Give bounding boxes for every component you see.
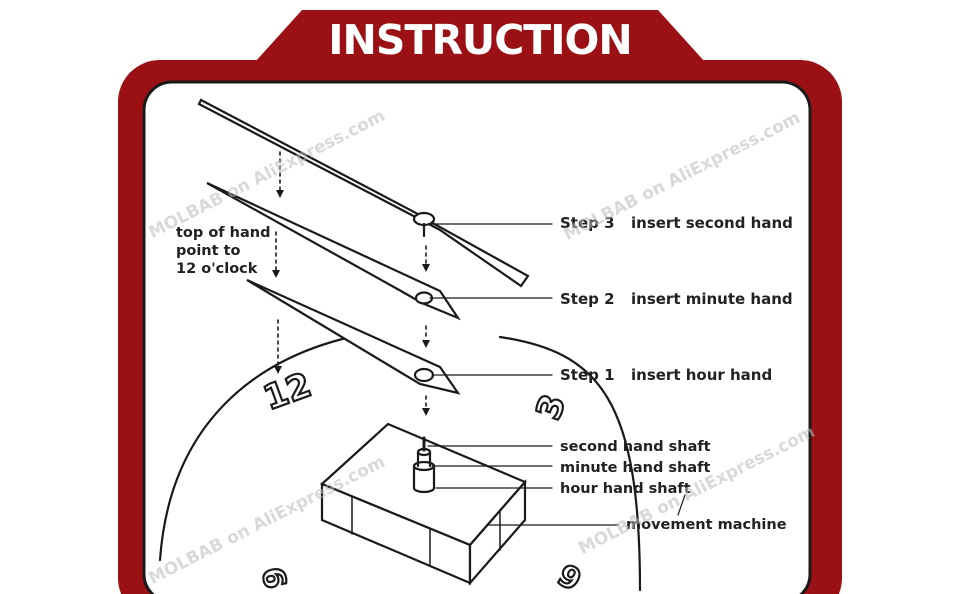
hand-orientation-note: top of hand point to 12 o'clock xyxy=(176,224,270,278)
clock-dial-arc xyxy=(158,333,362,562)
leader-lines xyxy=(427,223,686,526)
movement-box-side xyxy=(468,479,527,586)
title-tab xyxy=(255,10,705,62)
hour-shaft xyxy=(412,464,436,494)
page-title: INSTRUCTION xyxy=(328,16,632,64)
step-2-text: insert minute hand xyxy=(631,290,793,308)
clock-dial-arc-right xyxy=(498,335,642,592)
step-3-label: Step 3 xyxy=(560,214,615,232)
step-1-label: Step 1 xyxy=(560,366,615,384)
minute-hand xyxy=(206,182,461,321)
arrow-heads xyxy=(272,190,430,416)
hand-note-line-2: point to xyxy=(176,243,241,259)
step-2-label: Step 2 xyxy=(560,290,615,308)
hour-shaft-label: hour hand shaft xyxy=(560,481,691,497)
white-panel xyxy=(142,80,812,594)
step-1-text: insert hour hand xyxy=(631,366,773,384)
movement-machine-label: movement machine xyxy=(626,517,787,533)
minute-shaft-label: minute hand shaft xyxy=(560,460,711,476)
guide-arrows xyxy=(275,151,427,409)
second-shaft-label: second hand shaft xyxy=(560,439,711,455)
hand-note-line-3: 12 o'clock xyxy=(176,261,258,277)
hour-hand-hub xyxy=(413,367,435,383)
hour-hand xyxy=(246,278,461,395)
step-3-text: insert second hand xyxy=(631,214,793,232)
minute-shaft xyxy=(416,450,432,468)
hand-note-line-1: top of hand xyxy=(176,225,271,241)
